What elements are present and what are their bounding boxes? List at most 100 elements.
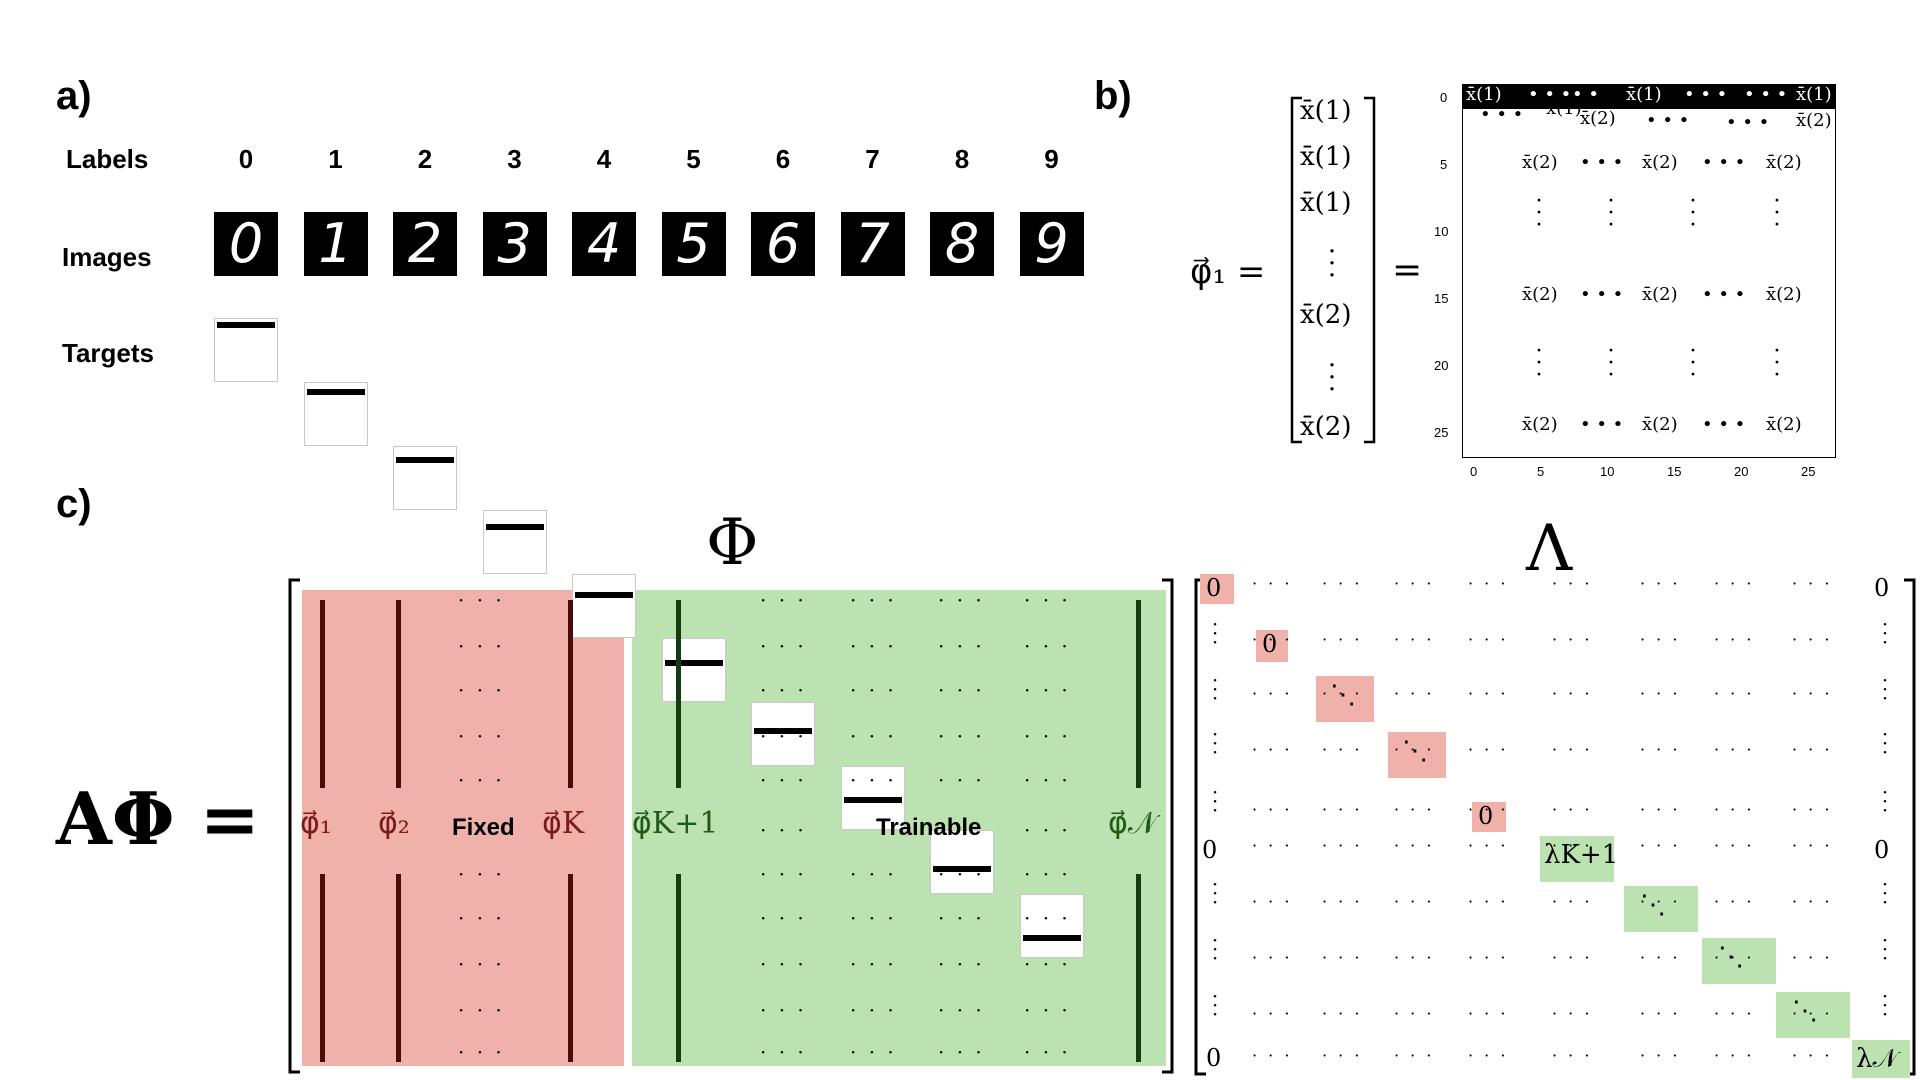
- lambda-dots: · · ·: [1468, 892, 1509, 911]
- fixed-column-line: [396, 600, 401, 788]
- lambda-dots: · · ·: [1322, 800, 1363, 819]
- lambda-dots: · · ·: [1468, 948, 1509, 967]
- target-bar: [306, 389, 365, 395]
- target-plot: [214, 318, 278, 382]
- y-tick-label: 20: [1434, 358, 1449, 373]
- phi1-matrix-image: [1462, 84, 1836, 458]
- matrix-dots: · · ·: [938, 906, 985, 930]
- matrix-dots: · · ·: [1024, 768, 1071, 792]
- lambda-dots: · · ·: [1714, 800, 1755, 819]
- target-bar: [217, 322, 275, 328]
- target-bar: [664, 660, 723, 666]
- lambda-dots: · · ·: [1322, 836, 1363, 855]
- target-bar: [933, 866, 991, 872]
- digit-label: 2: [417, 144, 433, 174]
- matrix-cell: x̄(2): [1522, 414, 1558, 435]
- lambda-trainable-cell: [1624, 886, 1698, 932]
- lambda-fixed-cell: [1472, 802, 1506, 832]
- matrix-dots: · · ·: [1024, 724, 1071, 748]
- lambda-dots: · · ·: [1322, 574, 1363, 593]
- column-vector-brackets: [1290, 96, 1376, 444]
- lambda-zero: 0: [1206, 574, 1222, 602]
- lambda-dots: · · ·: [1792, 684, 1833, 703]
- lambda-dots: · · ·: [1640, 892, 1681, 911]
- lambda-vdots: ···: [1881, 984, 1889, 1026]
- labels-row-label: Labels: [66, 144, 149, 174]
- y-tick-label: 5: [1440, 157, 1448, 172]
- lambda-dots: · · ·: [1552, 574, 1593, 593]
- matrix-dots: · · ·: [458, 768, 505, 792]
- matrix-dots: · · ·: [458, 588, 505, 612]
- matrix-dots: · · ·: [1024, 998, 1071, 1022]
- lambda-trainable-cell: [1540, 836, 1614, 882]
- matrix-dots: · · ·: [938, 634, 985, 658]
- lambda-dots: · · ·: [1322, 1004, 1363, 1023]
- matrix-dots: · · ·: [458, 998, 505, 1022]
- digit-image: 8: [930, 212, 994, 276]
- lambda-dots: · · ·: [1252, 1046, 1293, 1065]
- lambda-dots: · · ·: [1552, 800, 1593, 819]
- lambda-dots: · · ·: [1468, 630, 1509, 649]
- lambda-dots: · · ·: [1714, 740, 1755, 759]
- matrix-vdots: ···: [1535, 339, 1543, 388]
- lambda-dots: · · ·: [1394, 684, 1435, 703]
- lambda-dots: · · ·: [1394, 1004, 1435, 1023]
- lambda-dots: · · ·: [1640, 630, 1681, 649]
- diag-dots: ⋱: [1718, 942, 1744, 972]
- matrix-cell: x̄(1): [1466, 84, 1502, 105]
- digit-glyph: 9: [1034, 212, 1069, 275]
- target-bar: [396, 457, 454, 463]
- matrix-dots: · · ·: [1024, 678, 1071, 702]
- fixed-column-line: [396, 874, 401, 1062]
- trainable-column-line: [1136, 600, 1141, 788]
- target-plot: [303, 382, 368, 446]
- digit-glyph: 8: [944, 212, 980, 275]
- matrix-dots: · · ·: [938, 588, 985, 612]
- fixed-column-line: [568, 874, 573, 1062]
- lambda-dots: · · ·: [1252, 1004, 1293, 1023]
- matrix-dots: · · ·: [850, 634, 897, 658]
- phi-n-label: φ⃗𝒩: [1108, 806, 1157, 841]
- matrix-vdots: ···: [1773, 339, 1781, 388]
- matrix-cell: • • •: [1580, 284, 1624, 305]
- lambda-dots: · · ·: [1792, 574, 1833, 593]
- lambda-dots: · · ·: [1394, 800, 1435, 819]
- lambda-dots: · · ·: [1468, 574, 1509, 593]
- matrix-dots: · · ·: [1024, 588, 1071, 612]
- lambda-dots: · · ·: [1640, 948, 1681, 967]
- matrix-cell: x̄(2): [1522, 284, 1558, 305]
- trainable-column-line: [676, 874, 681, 1062]
- lambda-dots: · · ·: [1252, 892, 1293, 911]
- matrix-cell: x̄(2): [1642, 152, 1678, 173]
- digit-image: 5: [661, 212, 726, 276]
- panel-a-label: a): [56, 74, 92, 118]
- matrix-vdots: ···: [1535, 189, 1543, 238]
- lambda-zero: 0: [1206, 1044, 1222, 1072]
- lambda-dots: · · ·: [1792, 1046, 1833, 1065]
- digit-image: 9: [1019, 212, 1084, 276]
- lambda-dots: · · ·: [1714, 1004, 1755, 1023]
- target-bar: [754, 728, 812, 734]
- fixed-column-line: [320, 874, 325, 1062]
- lambda-dots: · · ·: [1468, 836, 1509, 855]
- diag-dots: ⋱: [1330, 680, 1356, 710]
- lambda-vdots: ···: [1211, 780, 1219, 822]
- lambda-dots: · · ·: [1792, 800, 1833, 819]
- lambda-dots: · · ·: [1552, 740, 1593, 759]
- matrix-cell: • • •: [1702, 284, 1746, 305]
- target-plot: [751, 702, 815, 766]
- vector-entry: x̄(1): [1300, 96, 1352, 126]
- digit-glyph: 4: [586, 212, 622, 275]
- phi-k-plus-1-label: φ⃗K+1: [632, 806, 719, 841]
- matrix-dots: · · ·: [760, 768, 807, 792]
- lambda-trainable-cell: [1776, 992, 1850, 1038]
- matrix-cell: • • •: [1580, 414, 1624, 435]
- matrix-cell: x̄(2): [1766, 284, 1802, 305]
- lambda-vdots: ···: [1211, 872, 1219, 914]
- lambda-dots: · · ·: [1394, 740, 1435, 759]
- target-plot: [930, 830, 994, 894]
- digit-label: 7: [865, 144, 880, 174]
- matrix-cell: x̄(2): [1766, 414, 1802, 435]
- matrix-cell: x̄(2): [1580, 108, 1616, 129]
- lambda-vdots: ···: [1881, 780, 1889, 822]
